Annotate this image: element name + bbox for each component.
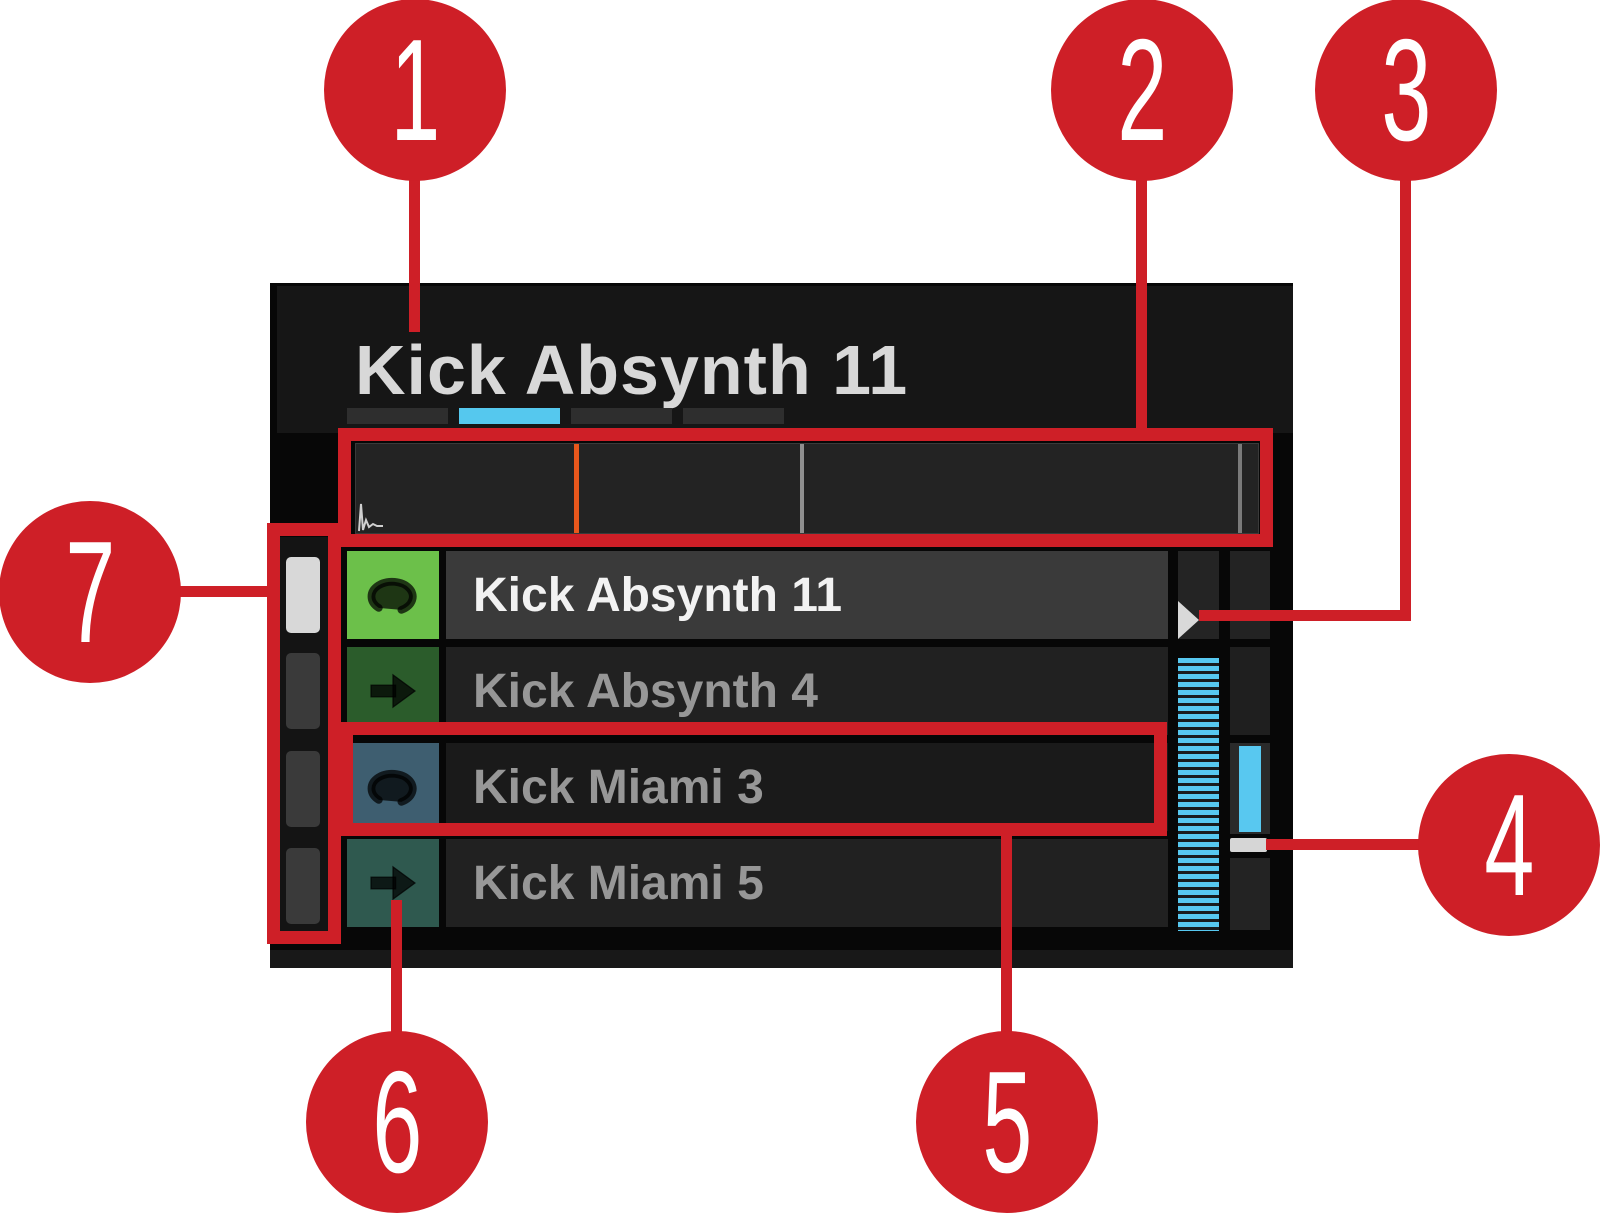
- tab-2-active[interactable]: [459, 408, 560, 424]
- callout-circle-4: 4: [1418, 754, 1600, 936]
- waveform-playhead[interactable]: [574, 444, 579, 533]
- callout-line-2: [1136, 178, 1147, 430]
- page-title: Kick Absynth 11: [355, 331, 909, 409]
- callout-circle-3: 3: [1315, 0, 1497, 181]
- right-scrollbar-segment-4[interactable]: [1230, 858, 1270, 930]
- callout-line-3-vertical: [1400, 178, 1411, 621]
- left-scrollbar-segment-3[interactable]: [286, 751, 320, 827]
- panel-bottom-edge: [270, 950, 1293, 968]
- right-scrollbar-segment-1[interactable]: [1230, 551, 1270, 639]
- callout-circle-1: 1: [324, 0, 506, 181]
- callout-circle-6: 6: [306, 1031, 488, 1213]
- callout-number-5: 5: [981, 1040, 1033, 1203]
- list-item-label: Kick Miami 3: [446, 743, 1168, 831]
- left-scrollbar-segment-1[interactable]: [286, 557, 320, 633]
- callout-number-7: 7: [64, 510, 116, 673]
- callout-line-6: [391, 900, 402, 1032]
- waveform-display[interactable]: [355, 443, 1259, 534]
- list-item-kick-absynth-4[interactable]: Kick Absynth 4: [347, 647, 1168, 735]
- waveform-end-marker: [1238, 444, 1242, 533]
- right-scrollbar-thumb[interactable]: [1239, 746, 1261, 832]
- right-scrollbar-segment-2[interactable]: [1230, 647, 1270, 735]
- left-scrollbar-segment-2[interactable]: [286, 653, 320, 729]
- callout-box-waveform: [338, 428, 1273, 547]
- one-shot-mode-icon: [347, 647, 439, 735]
- tab-1[interactable]: [347, 408, 448, 424]
- callout-line-4: [1266, 839, 1419, 850]
- callout-circle-2: 2: [1051, 0, 1233, 181]
- waveform-shape: [358, 503, 383, 532]
- tab-3[interactable]: [571, 408, 672, 424]
- left-scrollbar-segment-4[interactable]: [286, 848, 320, 924]
- list-item-kick-absynth-11[interactable]: Kick Absynth 11: [347, 551, 1168, 639]
- callout-number-3: 3: [1380, 8, 1432, 171]
- sample-list: Kick Absynth 11 Kick Absynth 4 Kick Miam…: [347, 551, 1168, 927]
- striped-zoom-bar[interactable]: [1178, 658, 1219, 931]
- callout-box-left-scrollbar: [267, 523, 341, 944]
- callout-number-6: 6: [371, 1040, 423, 1203]
- selection-pointer-triangle-icon[interactable]: [1178, 601, 1199, 639]
- callout-box-kick-miami-3: [340, 722, 1167, 836]
- callout-line-7: [180, 586, 268, 597]
- scrollbar-drag-handle[interactable]: [1230, 838, 1267, 852]
- list-item-label: Kick Absynth 11: [446, 551, 1168, 639]
- callout-circle-5: 5: [916, 1031, 1098, 1213]
- waveform-marker: [800, 444, 804, 533]
- loop-mode-icon: [347, 743, 439, 831]
- list-item-kick-miami-5[interactable]: Kick Miami 5: [347, 839, 1168, 927]
- callout-line-5: [1001, 830, 1012, 1032]
- one-shot-mode-icon: [347, 839, 439, 927]
- tab-4[interactable]: [683, 408, 784, 424]
- callout-number-4: 4: [1483, 763, 1535, 926]
- callout-number-2: 2: [1116, 8, 1168, 171]
- loop-mode-icon: [347, 551, 439, 639]
- callout-number-1: 1: [389, 8, 441, 171]
- list-item-label: Kick Absynth 4: [446, 647, 1168, 735]
- callout-circle-7: 7: [0, 501, 181, 683]
- list-item-label: Kick Miami 5: [446, 839, 1168, 927]
- callout-line-3-horizontal: [1199, 610, 1411, 621]
- list-item-kick-miami-3[interactable]: Kick Miami 3: [347, 743, 1168, 831]
- callout-line-1: [409, 178, 420, 332]
